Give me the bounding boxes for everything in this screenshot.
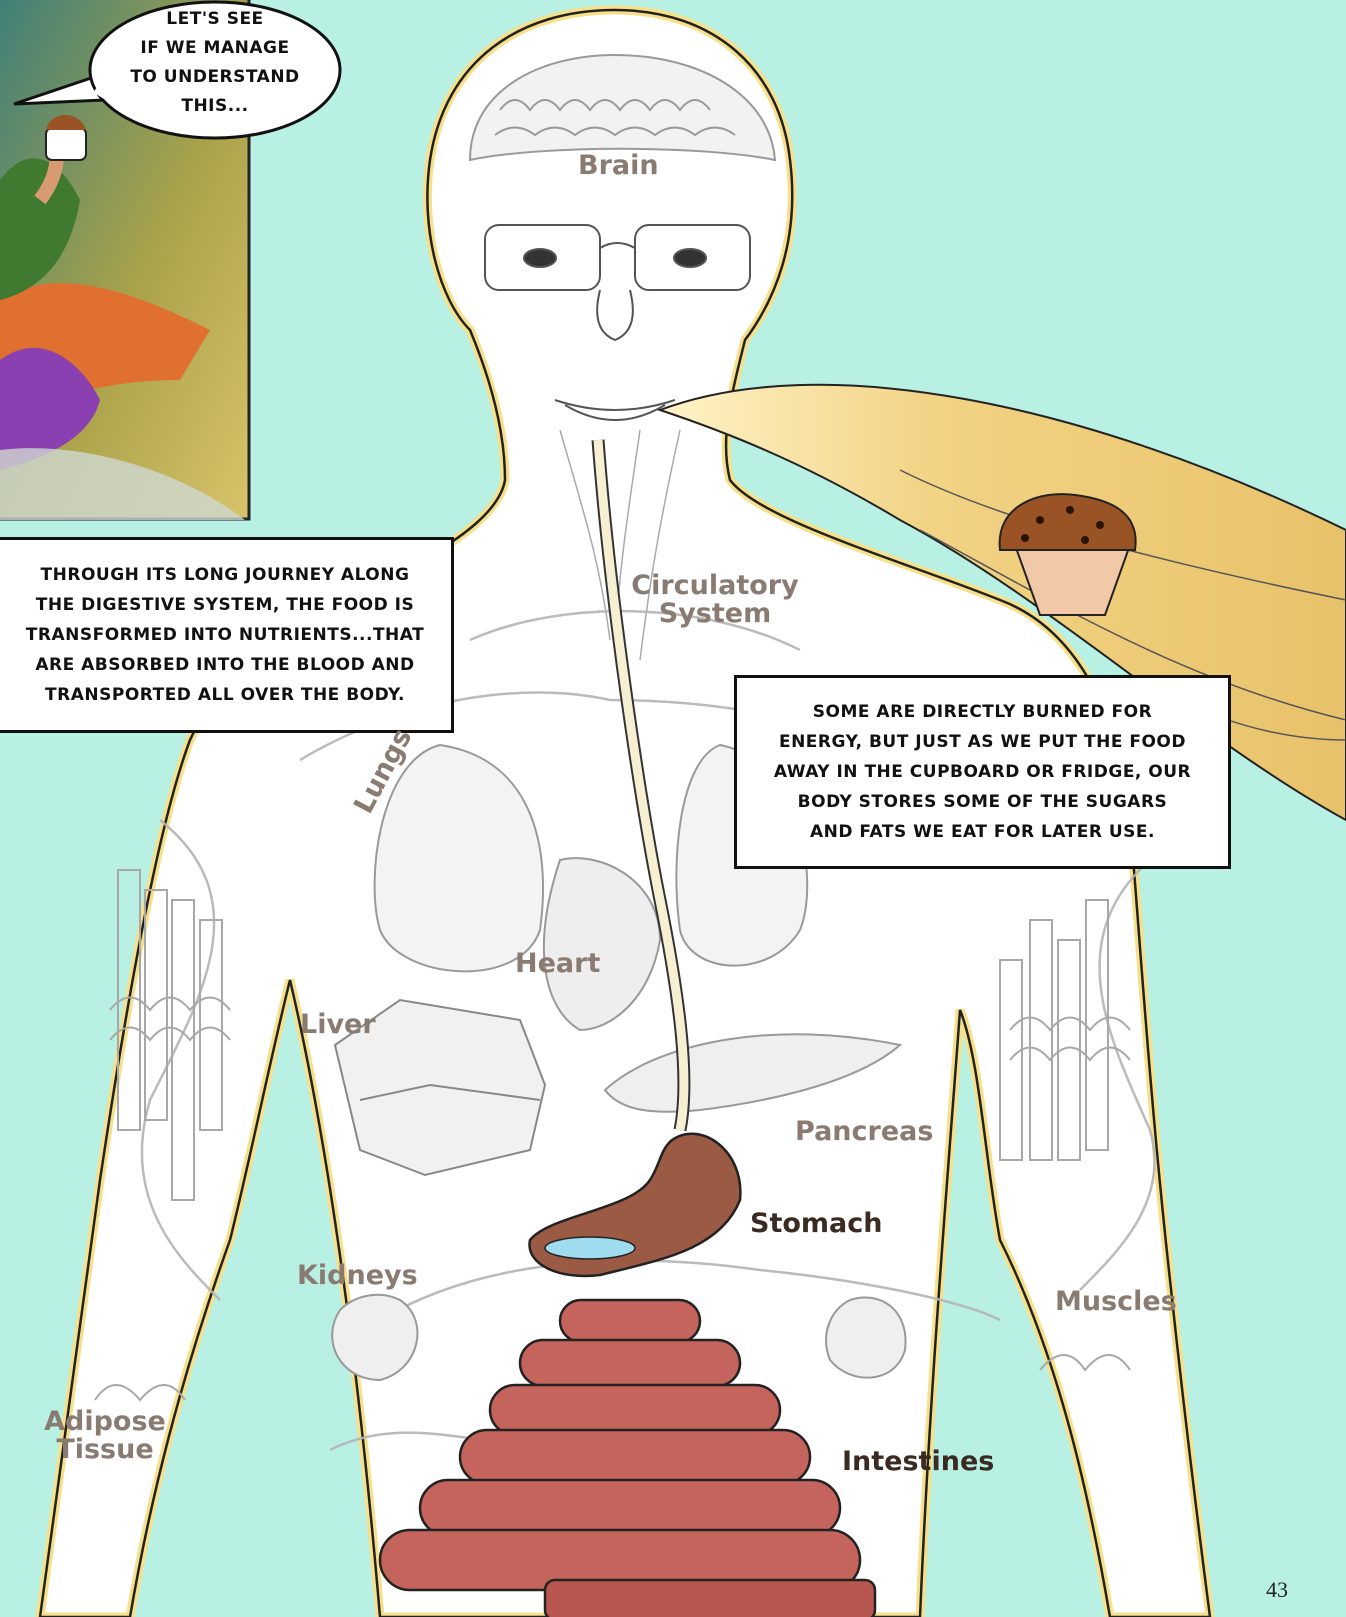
label-muscles: Muscles (1055, 1288, 1177, 1316)
speech-line: LET'S SEE (105, 5, 325, 34)
label-intestines: Intestines (842, 1448, 994, 1476)
label-circulatory-line: System (625, 600, 805, 628)
label-adipose-line: Tissue (40, 1436, 170, 1464)
speech-bubble-text: LET'S SEE IF WE MANAGE TO UNDERSTAND THI… (105, 5, 325, 121)
caption-line: ARE ABSORBED INTO THE BLOOD AND (26, 650, 424, 680)
speech-line: THIS... (105, 92, 325, 121)
label-adipose-line: Adipose (40, 1408, 170, 1436)
caption-line: BODY STORES SOME OF THE SUGARS (774, 787, 1191, 817)
label-stomach: Stomach (750, 1210, 882, 1238)
label-kidneys: Kidneys (297, 1262, 418, 1290)
label-liver: Liver (300, 1011, 376, 1039)
label-heart: Heart (515, 950, 600, 978)
caption-left: THROUGH ITS LONG JOURNEY ALONG THE DIGES… (0, 537, 454, 733)
caption-line: AWAY IN THE CUPBOARD OR FRIDGE, OUR (774, 757, 1191, 787)
caption-line: ENERGY, BUT JUST AS WE PUT THE FOOD (774, 727, 1191, 757)
page-number: 43 (1266, 1577, 1288, 1603)
label-adipose-tissue: Adipose Tissue (40, 1408, 170, 1464)
label-brain: Brain (578, 152, 659, 180)
label-pancreas: Pancreas (795, 1118, 933, 1146)
label-circulatory-line: Circulatory (625, 572, 805, 600)
speech-line: TO UNDERSTAND (105, 63, 325, 92)
caption-line: THROUGH ITS LONG JOURNEY ALONG (26, 560, 424, 590)
label-circulatory-system: Circulatory System (625, 572, 805, 628)
caption-line: AND FATS WE EAT FOR LATER USE. (774, 817, 1191, 847)
caption-line: SOME ARE DIRECTLY BURNED FOR (774, 697, 1191, 727)
speech-line: IF WE MANAGE (105, 34, 325, 63)
caption-right: SOME ARE DIRECTLY BURNED FOR ENERGY, BUT… (734, 675, 1231, 869)
caption-line: TRANSPORTED ALL OVER THE BODY. (26, 680, 424, 710)
caption-line: THE DIGESTIVE SYSTEM, THE FOOD IS (26, 590, 424, 620)
caption-line: TRANSFORMED INTO NUTRIENTS...THAT (26, 620, 424, 650)
